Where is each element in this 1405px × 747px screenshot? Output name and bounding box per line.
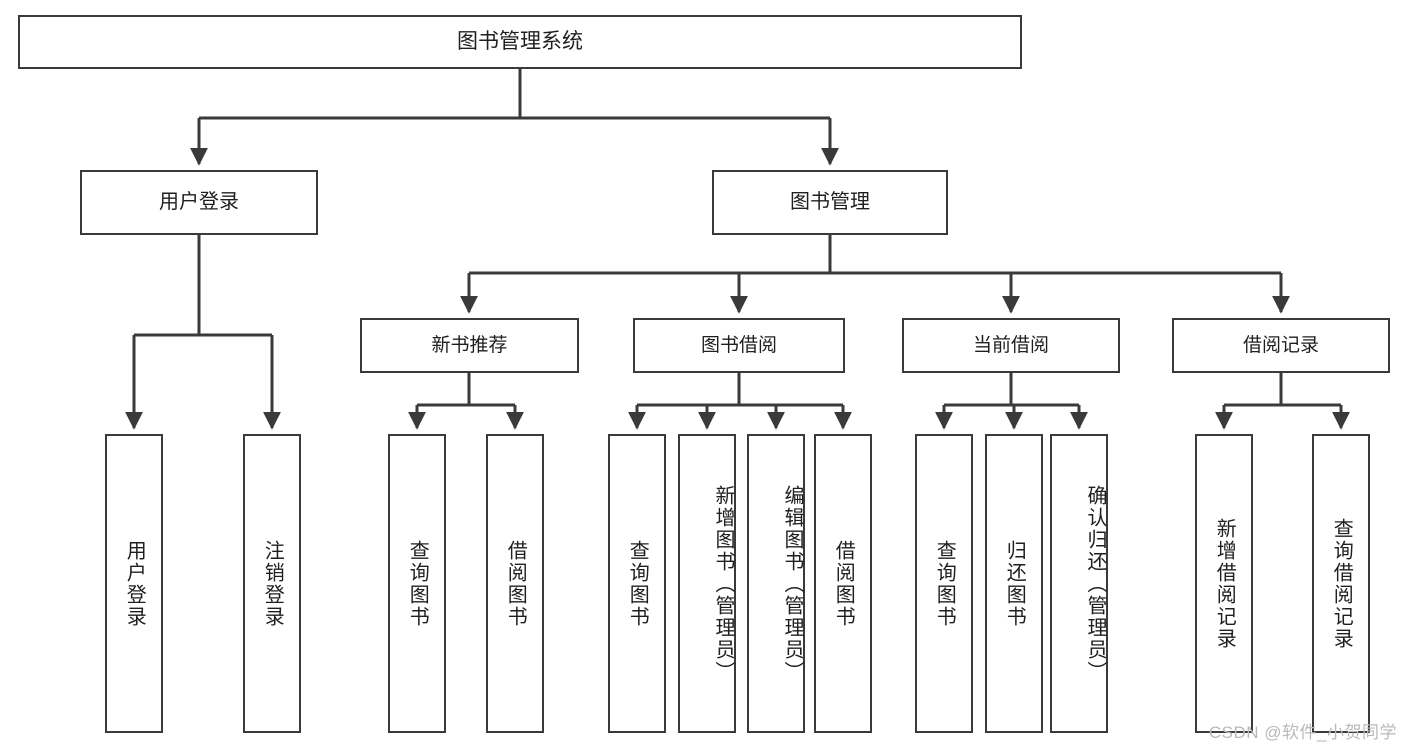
leaf-node-label: 用户登录 xyxy=(123,539,146,628)
node-new-book-recommend-label: 新书推荐 xyxy=(431,334,508,356)
node-borrow-record[interactable]: 借阅记录 xyxy=(1172,318,1390,373)
leaf-node[interactable]: 查询图书 xyxy=(915,434,973,733)
leaf-node[interactable]: 查询图书 xyxy=(388,434,446,733)
leaf-node-label: 确认归还（管理员） xyxy=(1084,484,1106,683)
leaf-node[interactable]: 确认归还（管理员） xyxy=(1050,434,1108,733)
leaf-node[interactable]: 借阅图书 xyxy=(814,434,872,733)
leaf-node-label: 新增图书（管理员） xyxy=(712,484,734,683)
node-new-book-recommend[interactable]: 新书推荐 xyxy=(360,318,579,373)
leaf-node[interactable]: 用户登录 xyxy=(105,434,163,733)
leaf-node[interactable]: 新增借阅记录 xyxy=(1195,434,1253,733)
node-current-borrow-label: 当前借阅 xyxy=(972,334,1049,356)
node-root-label: 图书管理系统 xyxy=(457,30,583,54)
node-book-borrow[interactable]: 图书借阅 xyxy=(633,318,845,373)
node-root-system[interactable]: 图书管理系统 xyxy=(18,15,1022,69)
leaf-node-label: 查询图书 xyxy=(626,539,649,628)
leaf-node-label: 查询借阅记录 xyxy=(1330,517,1353,650)
leaf-node[interactable]: 归还图书 xyxy=(985,434,1043,733)
leaf-node[interactable]: 注销登录 xyxy=(243,434,301,733)
leaf-node[interactable]: 查询借阅记录 xyxy=(1312,434,1370,733)
leaf-node[interactable]: 新增图书（管理员） xyxy=(678,434,736,733)
leaf-node[interactable]: 借阅图书 xyxy=(486,434,544,733)
node-user-login[interactable]: 用户登录 xyxy=(80,170,318,235)
node-book-borrow-label: 图书借阅 xyxy=(700,334,777,356)
leaf-node-label: 新增借阅记录 xyxy=(1213,517,1236,650)
leaf-node-label: 查询图书 xyxy=(406,539,429,628)
node-current-borrow[interactable]: 当前借阅 xyxy=(902,318,1120,373)
leaf-node[interactable]: 编辑图书（管理员） xyxy=(747,434,805,733)
node-user-login-label: 用户登录 xyxy=(159,191,239,214)
node-book-management-label: 图书管理 xyxy=(790,191,870,214)
node-book-management[interactable]: 图书管理 xyxy=(712,170,948,235)
leaf-node-label: 查询图书 xyxy=(933,539,956,628)
leaf-node-label: 借阅图书 xyxy=(504,539,527,628)
leaf-node-label: 注销登录 xyxy=(261,539,284,628)
leaf-node[interactable]: 查询图书 xyxy=(608,434,666,733)
leaf-node-label: 编辑图书（管理员） xyxy=(781,484,803,683)
node-borrow-record-label: 借阅记录 xyxy=(1242,334,1319,356)
leaf-node-label: 借阅图书 xyxy=(832,539,855,628)
watermark: CSDN @软件_小贺同学 xyxy=(1208,723,1397,742)
leaf-node-label: 归还图书 xyxy=(1003,539,1026,628)
